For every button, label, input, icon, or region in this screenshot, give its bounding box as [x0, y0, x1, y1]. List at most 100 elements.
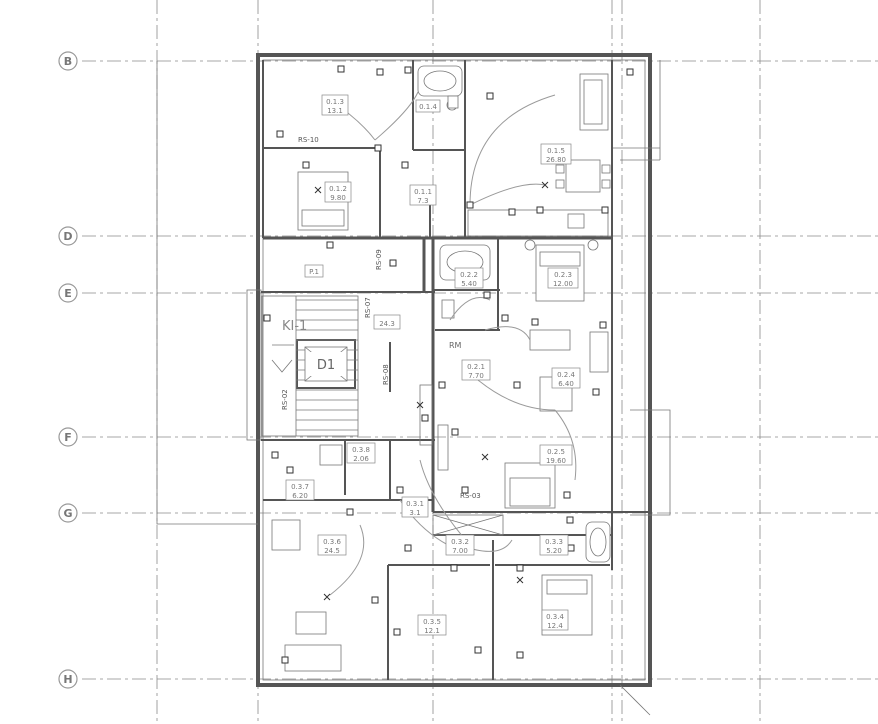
- svg-text:D: D: [63, 230, 72, 243]
- stair-label: KI-1: [282, 319, 307, 334]
- fixture-symbols: [263, 65, 634, 664]
- svg-text:H: H: [63, 673, 72, 686]
- svg-text:0.3.2: 0.3.2: [451, 538, 469, 546]
- room-tag-0-1-4: 0.1.4: [415, 99, 441, 113]
- socket-icon: [401, 161, 409, 169]
- svg-text:0.3.6: 0.3.6: [323, 538, 341, 546]
- socket-icon: [326, 241, 334, 249]
- socket-icon: [461, 486, 469, 494]
- wiring: [329, 91, 577, 596]
- socket-icon: [486, 92, 494, 100]
- socket-icon: [513, 381, 521, 389]
- svg-text:6.40: 6.40: [558, 380, 574, 388]
- svg-text:0.3.4: 0.3.4: [546, 613, 564, 621]
- socket-icon: [371, 596, 379, 604]
- socket-icon: [404, 544, 412, 552]
- room-tag-0-1-3: 0.1.313.1: [321, 94, 349, 116]
- socket-icon: [263, 314, 271, 322]
- light-point-icon: [481, 453, 489, 461]
- svg-text:0.1.1: 0.1.1: [414, 188, 432, 196]
- socket-icon: [438, 381, 446, 389]
- room-tag-0-3-4: 0.3.412.4: [541, 609, 569, 631]
- svg-text:0.3.3: 0.3.3: [545, 538, 563, 546]
- socket-icon: [374, 144, 382, 152]
- socket-icon: [302, 161, 310, 169]
- room-tag-p-1: P.1: [304, 264, 324, 278]
- socket-icon: [276, 130, 284, 138]
- svg-text:24.3: 24.3: [379, 320, 395, 328]
- grid-bubble-f: F: [58, 427, 78, 447]
- room-tag-0-2-5: 0.2.519.60: [539, 444, 573, 466]
- grid-bubble-d: D: [58, 226, 78, 246]
- svg-text:RS-02: RS-02: [281, 389, 289, 410]
- svg-text:13.1: 13.1: [327, 107, 343, 115]
- socket-icon: [501, 314, 509, 322]
- room-tag-0-3-2: 0.3.27.00: [445, 534, 475, 556]
- socket-icon: [393, 628, 401, 636]
- socket-icon: [346, 508, 354, 516]
- socket-icon: [396, 486, 404, 494]
- room-tag-0-1-1: 0.1.17.3: [409, 184, 437, 206]
- socket-icon: [563, 491, 571, 499]
- svg-text:7.70: 7.70: [468, 372, 484, 380]
- svg-text:P.1: P.1: [309, 268, 319, 276]
- light-point-icon: [516, 576, 524, 584]
- socket-icon: [271, 451, 279, 459]
- interior-walls: [261, 60, 650, 680]
- light-point-icon: [416, 401, 424, 409]
- svg-text:E: E: [64, 287, 72, 300]
- socket-icon: [626, 68, 634, 76]
- svg-text:RS-09: RS-09: [375, 249, 383, 270]
- furniture: [271, 65, 611, 672]
- svg-text:5.40: 5.40: [461, 280, 477, 288]
- svg-text:0.2.3: 0.2.3: [554, 271, 572, 279]
- svg-text:0.1.4: 0.1.4: [419, 103, 437, 111]
- light-point-icon: [314, 186, 322, 194]
- elevator-label: D1: [317, 358, 335, 373]
- svg-text:12.00: 12.00: [553, 280, 573, 288]
- svg-text:RS-07: RS-07: [364, 297, 372, 318]
- svg-text:7.00: 7.00: [452, 547, 468, 555]
- svg-text:0.3.5: 0.3.5: [423, 618, 441, 626]
- fixture-tags: RS-09 RS-07 RS-02 RS-08 RS-10 RS-03: [281, 136, 481, 500]
- room-tag-0-2-3: 0.2.312.00: [547, 267, 579, 289]
- svg-text:0.1.2: 0.1.2: [329, 185, 347, 193]
- svg-text:F: F: [64, 431, 72, 444]
- socket-icon: [601, 206, 609, 214]
- svg-text:9.80: 9.80: [330, 194, 346, 202]
- socket-icon: [592, 388, 600, 396]
- svg-text:RS-10: RS-10: [298, 136, 319, 144]
- socket-icon: [516, 564, 524, 572]
- socket-icon: [281, 656, 289, 664]
- room-tag-0-3-3: 0.3.35.20: [539, 534, 569, 556]
- socket-icon: [599, 321, 607, 329]
- exterior-walls: [156, 53, 671, 716]
- svg-text:0.2.2: 0.2.2: [460, 271, 478, 279]
- svg-text:0.1.5: 0.1.5: [547, 147, 565, 155]
- svg-text:12.1: 12.1: [424, 627, 440, 635]
- elevator: D1: [304, 346, 348, 382]
- svg-text:0.3.7: 0.3.7: [291, 483, 309, 491]
- socket-icon: [508, 208, 516, 216]
- room-tag-0-3-7: 0.3.76.20: [285, 479, 315, 501]
- svg-text:12.4: 12.4: [547, 622, 563, 630]
- socket-icon: [421, 414, 429, 422]
- svg-text:G: G: [63, 507, 72, 520]
- socket-icon: [483, 291, 491, 299]
- room-tag-0-2-1: 0.2.17.70: [461, 359, 491, 381]
- shaft-label: RM: [449, 341, 462, 350]
- svg-text:0.3.1: 0.3.1: [406, 500, 424, 508]
- socket-icon: [567, 544, 575, 552]
- socket-icon: [450, 564, 458, 572]
- grid-bubble-g: G: [58, 503, 78, 523]
- room-tag-lobby: 24.3: [373, 314, 401, 330]
- svg-text:3.1: 3.1: [409, 509, 420, 517]
- light-point-icon: [323, 593, 331, 601]
- svg-text:2.06: 2.06: [353, 455, 369, 463]
- grid-bubble-h: H: [58, 669, 78, 689]
- svg-text:6.20: 6.20: [292, 492, 308, 500]
- socket-icon: [531, 318, 539, 326]
- grid-bubble-e: E: [58, 283, 78, 303]
- svg-text:0.2.4: 0.2.4: [557, 371, 575, 379]
- room-tag-0-1-2: 0.1.29.80: [324, 181, 352, 203]
